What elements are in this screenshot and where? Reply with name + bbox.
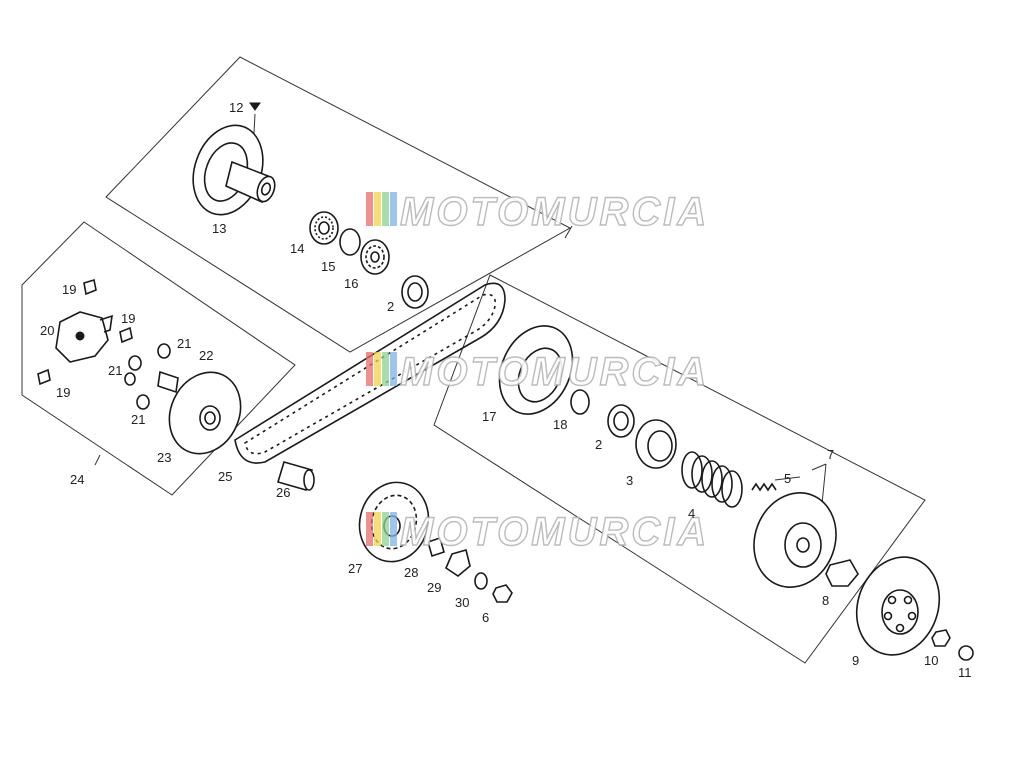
label-part-30: 30 [455, 595, 469, 610]
label-part-7: 7 [827, 447, 834, 462]
part-small-spring-5 [751, 482, 777, 492]
part-washer-11 [958, 645, 974, 661]
watermark-logo: MOTOMURCIA [366, 189, 709, 235]
label-part-21b: 21 [108, 363, 122, 378]
label-part-20: 20 [40, 323, 54, 338]
part-needle-bearing-14 [309, 211, 339, 245]
part-clutch-assembly-7 [753, 492, 837, 588]
label-part-22: 22 [199, 348, 213, 363]
label-part-18: 18 [553, 417, 567, 432]
part-pin-12 [249, 102, 261, 111]
part-sleeve-26 [277, 461, 315, 491]
label-part-28: 28 [404, 565, 418, 580]
label-part-17: 17 [482, 409, 496, 424]
label-part-24: 24 [70, 472, 84, 487]
part-nut-10 [931, 629, 951, 647]
label-part-3: 3 [626, 473, 633, 488]
part-circlip-15 [339, 228, 361, 256]
part-bearing-16 [360, 239, 390, 275]
part-ring-18 [570, 389, 590, 415]
label-part-27: 27 [348, 561, 362, 576]
label-part-5: 5 [784, 471, 791, 486]
label-part-4: 4 [688, 506, 695, 521]
part-labels: 12 13 14 15 16 2 19 19 20 21 22 21 19 21… [40, 100, 972, 680]
label-part-13: 13 [212, 221, 226, 236]
label-part-19b: 19 [121, 311, 135, 326]
label-part-21a: 21 [177, 336, 191, 351]
part-bushing-22 [157, 370, 179, 394]
label-part-29: 29 [427, 580, 441, 595]
watermark-logo: MOTOMURCIA [366, 349, 709, 395]
label-part-21c: 21 [131, 412, 145, 427]
part-nut-8 [825, 559, 859, 587]
part-slider-19b [119, 326, 133, 344]
frame-clutch-group [433, 274, 926, 664]
label-part-19c: 19 [56, 385, 70, 400]
label-part-14: 14 [290, 241, 304, 256]
label-part-25: 25 [218, 469, 232, 484]
label-part-23: 23 [157, 450, 171, 465]
watermark-stripes [366, 192, 397, 226]
part-collar-3 [635, 419, 677, 469]
label-part-2b: 2 [595, 437, 602, 452]
part-pulley-half-17 [498, 325, 574, 415]
watermark-text: MOTOMURCIA [400, 190, 709, 234]
label-part-19a: 19 [62, 282, 76, 297]
part-plate-29 [445, 549, 471, 577]
part-ramp-plate-20 [55, 311, 113, 363]
part-drive-belt-25 [234, 282, 506, 464]
part-spring-4 [681, 451, 743, 508]
watermark-stripes [366, 352, 397, 386]
label-part-9: 9 [852, 653, 859, 668]
label-part-8: 8 [822, 593, 829, 608]
label-part-12: 12 [229, 100, 243, 115]
part-rollers-21 [124, 343, 171, 410]
watermark-text: MOTOMURCIA [400, 350, 709, 394]
part-slider-19c [37, 368, 51, 386]
label-part-11: 11 [958, 665, 972, 680]
frame-driven-pulley-group [105, 56, 572, 353]
part-oil-seal-2b [607, 404, 635, 438]
watermark-logo: MOTOMURCIA [366, 509, 709, 555]
part-variator-pulley-23 [168, 371, 242, 455]
label-part-6: 6 [482, 610, 489, 625]
label-part-10: 10 [924, 653, 938, 668]
label-part-26: 26 [276, 485, 290, 500]
part-washer-30 [474, 572, 488, 590]
label-part-2a: 2 [387, 299, 394, 314]
part-driven-pulley-13 [192, 124, 276, 216]
label-part-16: 16 [344, 276, 358, 291]
part-nut-6 [492, 584, 513, 603]
part-slider-19a [83, 278, 97, 296]
part-clutch-bell-9 [855, 556, 941, 656]
label-part-15: 15 [321, 259, 335, 274]
watermark-text: MOTOMURCIA [400, 510, 709, 554]
part-oil-seal-2a [401, 275, 429, 309]
part-washer-28 [427, 536, 445, 558]
watermark-stripes [366, 512, 397, 546]
